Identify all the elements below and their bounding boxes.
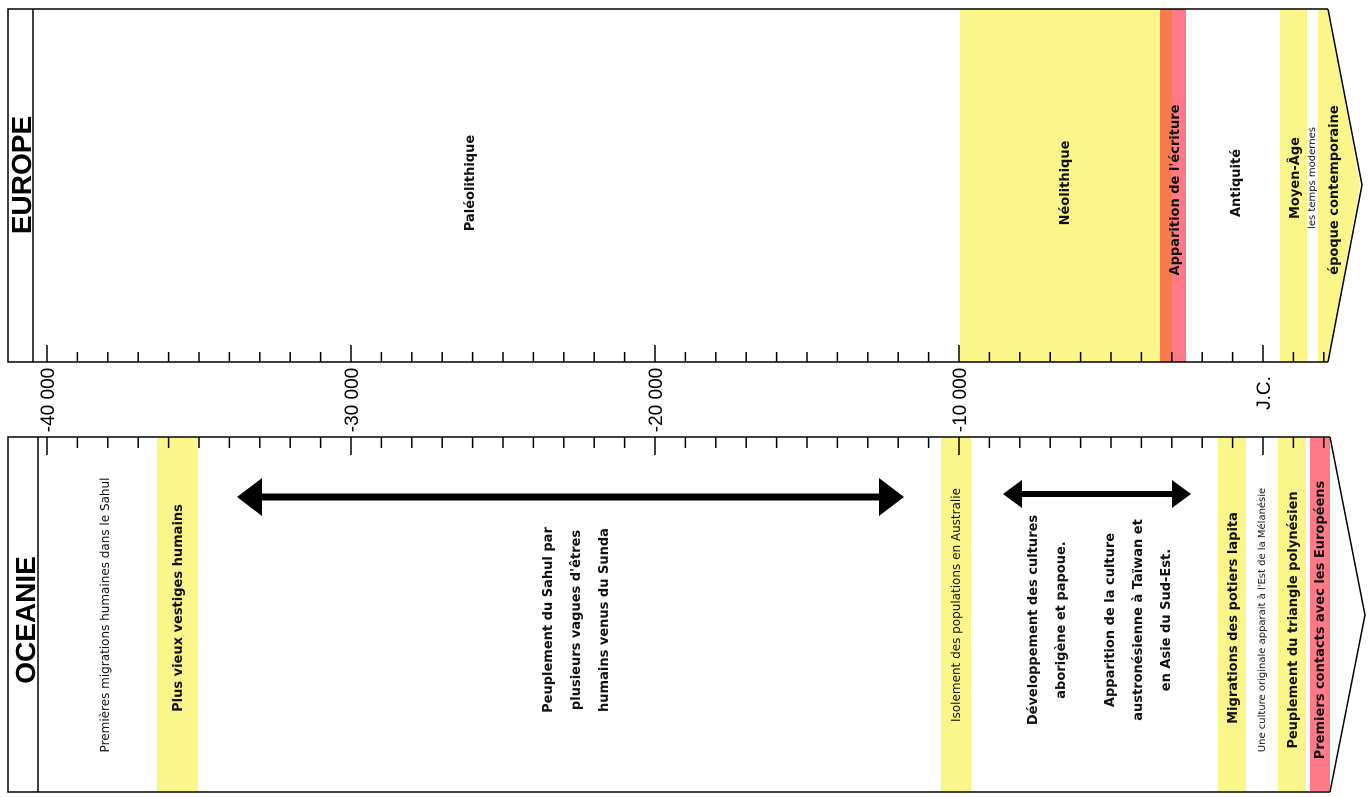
oceanie-ticks	[46, 437, 1325, 455]
label-ecriture: Apparition de l'écriture	[1168, 104, 1183, 275]
oceanie-frame	[7, 436, 1330, 793]
band-moyen-age	[1280, 9, 1307, 362]
label-paleolithique: Paléolithique	[463, 135, 478, 232]
label-europeens: Premiers contacts avec les Européens	[1313, 480, 1328, 759]
label-developpement-2: aborigène et papoue.	[1054, 541, 1069, 698]
band-ecriture-pink	[1172, 9, 1186, 362]
band-neolithique	[960, 9, 1160, 362]
label-austronesienne-1: Apparition de la culture	[1103, 533, 1118, 707]
label-lapita: Migrations des potiers lapita	[1226, 512, 1241, 724]
label-contemporaine: époque contemporaine	[1327, 105, 1342, 275]
axis-label: -20 000	[646, 368, 667, 432]
oceanie-arrow-head	[1329, 436, 1366, 793]
europe-frame	[7, 8, 1328, 363]
label-isolement: Isolement des populations en Australie	[949, 488, 963, 722]
band-europeens	[1310, 438, 1330, 791]
axis-label: -10 000	[950, 368, 971, 432]
oceanie-panel: OCEANIE Premières migrations humaines da…	[7, 436, 1366, 793]
band-vestiges	[157, 438, 198, 791]
label-neolithique: Néolithique	[1058, 140, 1073, 225]
label-melanesie: Une culture originale apparait à l'Est d…	[1256, 488, 1268, 752]
label-sahul-2: plusieurs vagues d'êtres	[569, 530, 584, 710]
band-isolement	[941, 438, 971, 791]
label-sahul-1: Peuplement du Sahul par	[541, 527, 556, 713]
axis-labels: -40 000 -30 000 -20 000 -10 000 J.C.	[38, 368, 1275, 432]
band-lapita	[1218, 438, 1246, 791]
band-polynesien	[1278, 438, 1306, 791]
label-austronesienne-2: austronésienne à Taïwan et	[1131, 519, 1146, 721]
label-antiquite: Antiquité	[1229, 149, 1244, 217]
europe-arrow-head	[1327, 8, 1363, 363]
label-premieres-migrations: Premières migrations humaines dans le Sa…	[98, 478, 112, 753]
arrow-sahul	[237, 478, 904, 516]
axis-label: -40 000	[38, 368, 59, 432]
label-sahul-3: humains venus du Sunda	[597, 528, 612, 712]
band-contemporaine	[1318, 9, 1360, 362]
label-developpement-1: Développement des cultures	[1026, 515, 1041, 726]
label-austronesienne-3: en Asie du Sud-Est.	[1159, 549, 1174, 691]
axis-label: J.C.	[1254, 376, 1275, 410]
europe-ticks	[46, 345, 1325, 362]
label-temps-modernes: les temps modernes	[1307, 127, 1318, 229]
axis-label: -30 000	[342, 368, 363, 432]
europe-title: EUROPE	[6, 116, 37, 234]
oceanie-title: OCEANIE	[10, 556, 41, 684]
arrow-developpement	[1003, 480, 1191, 508]
band-ecriture-orange	[1160, 9, 1172, 362]
europe-panel: EUROPE Paléolithique Néolithique Apparit…	[6, 8, 1363, 363]
label-vestiges: Plus vieux vestiges humains	[171, 504, 186, 712]
label-moyen-age: Moyen-Âge	[1287, 137, 1303, 219]
label-polynesien: Peuplement du triangle polynésien	[1286, 491, 1301, 748]
